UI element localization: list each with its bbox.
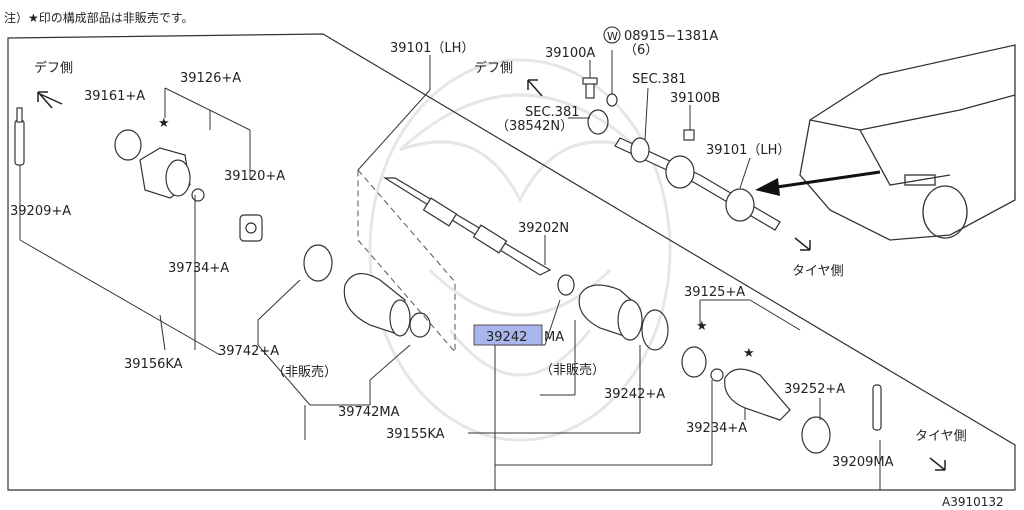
assembly-frame [7, 33, 1016, 491]
washer-shape [606, 93, 618, 107]
part-39734-shape[interactable] [191, 188, 205, 202]
direction-arrows [37, 79, 946, 471]
label-w-mark: W [607, 30, 618, 43]
part-39742a-shape[interactable] [303, 244, 333, 282]
label-39125[interactable]: 39125+A [684, 285, 745, 300]
label-39126[interactable]: 39126+A [180, 71, 241, 86]
part-39125-shape[interactable] [681, 346, 707, 378]
label-not-sold-1: （非販売） [272, 364, 337, 380]
car-illustration [799, 44, 1016, 241]
watermark-emblem [368, 58, 672, 442]
dir-tire-bottom: タイヤ側 [915, 429, 967, 444]
label-39209a[interactable]: 39209+A [10, 204, 71, 219]
label-39155ka[interactable]: 39155KA [386, 427, 445, 442]
star-39125: ★ [696, 319, 708, 334]
label-08915[interactable]: 08915−1381A [624, 29, 718, 44]
star-39125b: ★ [743, 346, 755, 361]
inner-boot-shape[interactable] [343, 273, 411, 337]
outer-joint-shape[interactable] [724, 368, 791, 421]
label-sec381-b[interactable]: SEC.381 [525, 105, 580, 120]
label-not-sold-2: （非販売） [540, 362, 605, 378]
label-39742ma[interactable]: 39742MA [338, 405, 400, 420]
part-39202n-shape[interactable] [557, 274, 575, 296]
label-39120[interactable]: 39120+A [224, 169, 285, 184]
part-39209ma-shape[interactable] [872, 384, 882, 431]
label-39202n[interactable]: 39202N [518, 221, 569, 236]
car-arrow [755, 170, 881, 196]
outer-boot-shape[interactable] [578, 284, 643, 341]
part-39100a-shape[interactable] [582, 77, 598, 99]
part-39161-shape[interactable] [114, 129, 142, 161]
part-39209a-shape[interactable] [14, 107, 25, 166]
note-text: 注）★印の構成部品は非販売です。 [4, 10, 194, 25]
label-39734[interactable]: 39734+A [168, 261, 229, 276]
label-39234[interactable]: 39234+A [686, 421, 747, 436]
dir-diff-left: デフ側 [34, 60, 73, 76]
star-39126: ★ [158, 116, 170, 131]
part-39101-shaft-shape[interactable] [382, 177, 552, 276]
part-39100b-shape[interactable] [683, 129, 695, 141]
label-39101-right[interactable]: 39101（LH） [706, 143, 790, 158]
part-39120-shape[interactable] [239, 214, 263, 242]
label-sec381-b-sub: （38542N） [496, 119, 573, 134]
diagram-id: A3910132 [942, 495, 1004, 509]
label-39742a[interactable]: 39742+A [218, 344, 279, 359]
snap-ring-shape [710, 368, 724, 382]
label-39252[interactable]: 39252+A [784, 382, 845, 397]
leader-lines [19, 50, 881, 491]
label-39156ka[interactable]: 39156KA [124, 357, 183, 372]
part-39742ma-shape[interactable] [409, 312, 431, 338]
label-39209ma[interactable]: 39209MA [832, 455, 894, 470]
highlight-39242ma [473, 324, 543, 346]
dir-tire-right: タイヤ側 [792, 264, 844, 279]
label-39161[interactable]: 39161+A [84, 89, 145, 104]
w-mark-circle [603, 26, 621, 44]
dir-diff-center: デフ側 [474, 60, 513, 76]
label-39100b[interactable]: 39100B [670, 91, 720, 106]
part-38542n-shape[interactable] [587, 109, 609, 135]
part-39126-shape[interactable] [139, 147, 191, 199]
label-39100a[interactable]: 39100A [545, 46, 595, 61]
label-sec381-a[interactable]: SEC.381 [632, 72, 687, 87]
label-39242a[interactable]: 39242+A [604, 387, 665, 402]
part-39242a-shape[interactable] [641, 309, 669, 351]
label-08915-qty: （6） [624, 43, 658, 58]
label-39101-top[interactable]: 39101（LH） [390, 41, 474, 56]
part-39101-assembly-shape[interactable] [614, 137, 781, 231]
part-39252-shape[interactable] [801, 416, 831, 454]
label-39242ma-prefix[interactable]: 39242 [486, 330, 527, 345]
label-39242ma-suffix[interactable]: MA [544, 330, 564, 345]
